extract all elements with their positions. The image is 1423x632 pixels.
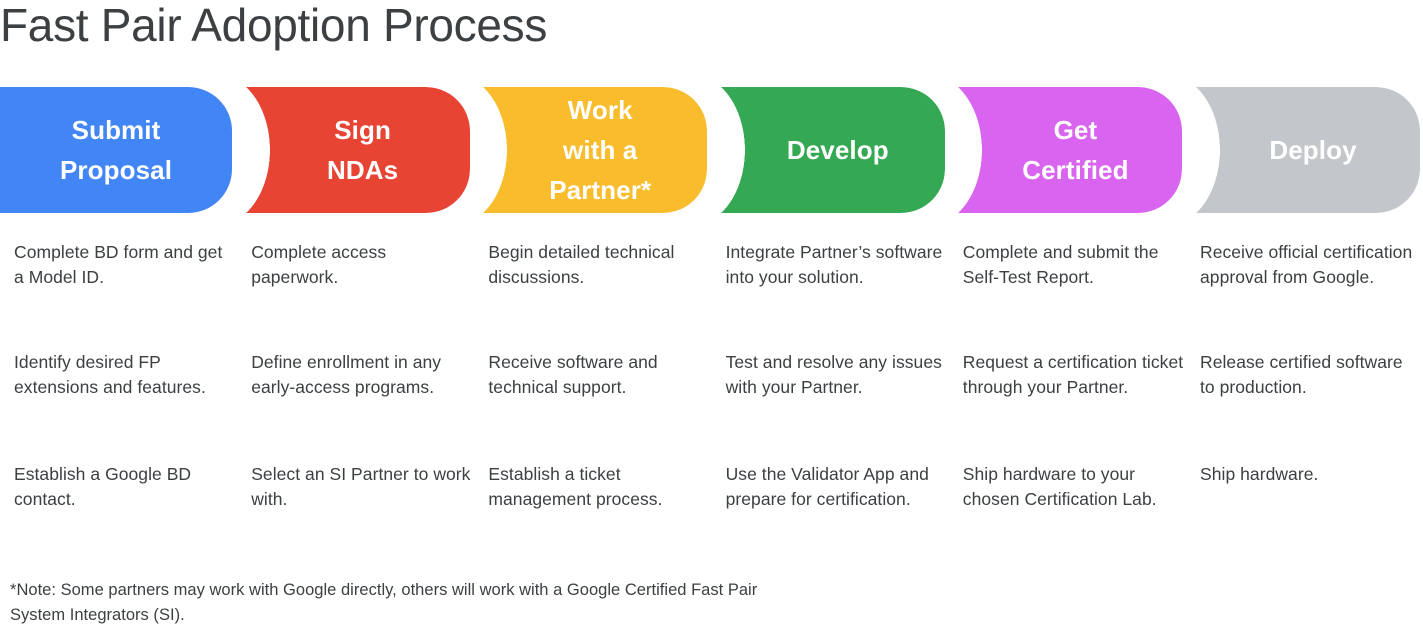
task-grid: Complete BD form and get a Model ID. Iden…	[14, 240, 1423, 560]
task-item: Complete and submit the Self-Test Report…	[962, 242, 1159, 287]
task-item: Integrate Partner’s software into your s…	[725, 242, 943, 287]
task-item: Release certified software to production…	[1200, 352, 1403, 397]
task-item: Identify desired FP extensions and featu…	[14, 352, 206, 397]
task-item: Ship hardware.	[1200, 464, 1319, 484]
stage-chip-deploy[interactable]: Deploy	[1182, 87, 1420, 213]
stage-label-deploy: Deploy	[1269, 135, 1357, 165]
stage-chip-develop[interactable]: Develop	[706, 87, 945, 213]
footnote: *Note: Some partners may work with Googl…	[10, 581, 758, 624]
task-item: Complete BD form and get a Model ID.	[14, 242, 223, 287]
task-item: Use the Validator App and prepare for ce…	[725, 464, 929, 509]
task-item: Test and resolve any issues with your Pa…	[725, 352, 942, 397]
stage-label-develop: Develop	[786, 135, 889, 165]
task-item: Receive software and technical support.	[488, 352, 658, 397]
task-item: Establish a ticket management process.	[488, 464, 663, 509]
task-item: Complete access paperwork.	[251, 242, 387, 287]
task-item: Request a certification ticket through y…	[962, 352, 1184, 397]
task-item: Ship hardware to your chosen Certificati…	[962, 464, 1157, 509]
task-item: Define enrollment in any early-access pr…	[251, 352, 442, 397]
task-item: Receive official certification approval …	[1200, 242, 1413, 287]
task-item: Establish a Google BD contact.	[14, 464, 192, 509]
page-title: Fast Pair Adoption Process	[0, 0, 548, 51]
task-item: Select an SI Partner to work with.	[251, 464, 471, 509]
task-item: Begin detailed technical discussions.	[488, 242, 675, 287]
